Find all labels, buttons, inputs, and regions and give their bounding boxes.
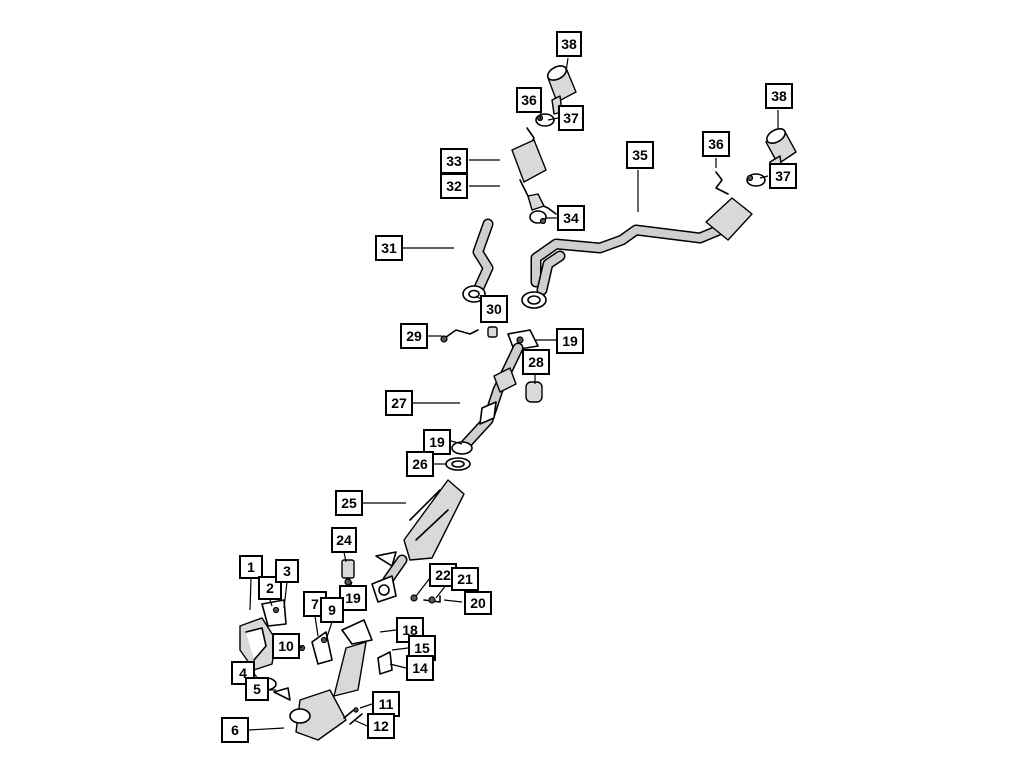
callout-19-middle: 19	[423, 429, 451, 455]
parts-artwork	[239, 65, 797, 741]
svg-text:28: 28	[528, 354, 544, 370]
small-hardware-20-22	[410, 594, 441, 604]
svg-text:22: 22	[435, 567, 451, 583]
callout-37-left: 37	[558, 105, 584, 131]
callout-36-right: 36	[702, 131, 730, 157]
svg-text:37: 37	[563, 110, 579, 126]
callout-38-right: 38	[765, 83, 793, 109]
callout-34: 34	[557, 205, 585, 231]
svg-text:24: 24	[336, 532, 352, 548]
svg-text:37: 37	[775, 168, 791, 184]
svg-text:10: 10	[278, 638, 294, 654]
svg-text:25: 25	[341, 495, 357, 511]
callout-33: 33	[440, 148, 468, 174]
hanger-bracket-29	[440, 326, 498, 343]
callout-19-upper: 19	[556, 328, 584, 354]
svg-text:30: 30	[486, 301, 502, 317]
callout-27: 27	[385, 390, 413, 416]
svg-text:33: 33	[446, 153, 462, 169]
isolator-28	[525, 381, 543, 403]
callout-1: 1	[239, 555, 263, 579]
svg-text:7: 7	[311, 596, 319, 612]
callout-31: 31	[375, 235, 403, 261]
callout-30: 30	[480, 295, 508, 323]
callout-32: 32	[440, 173, 468, 199]
svg-text:32: 32	[446, 178, 462, 194]
svg-text:26: 26	[412, 456, 428, 472]
svg-text:11: 11	[379, 696, 394, 712]
right-clamp	[746, 173, 766, 187]
callout-29: 29	[400, 323, 428, 349]
callout-6: 6	[221, 717, 249, 743]
oxygen-sensor-24	[341, 559, 355, 586]
svg-text:14: 14	[412, 660, 428, 676]
svg-text:31: 31	[381, 240, 397, 256]
left-tailpipe-tip	[546, 65, 577, 115]
intermediate-pipe	[462, 218, 494, 303]
callout-10: 10	[272, 633, 300, 659]
callout-25: 25	[335, 490, 363, 516]
leader-lines	[247, 57, 779, 731]
svg-text:4: 4	[239, 665, 247, 681]
left-rear-clamp	[529, 210, 547, 225]
callout-28: 28	[522, 349, 550, 375]
svg-text:38: 38	[771, 88, 787, 104]
callout-5: 5	[245, 677, 269, 701]
svg-text:3: 3	[283, 563, 291, 579]
svg-text:20: 20	[470, 595, 486, 611]
svg-text:5: 5	[253, 681, 261, 697]
rear-y-pipe-assembly	[521, 197, 753, 309]
callout-22: 22	[429, 563, 457, 587]
svg-text:36: 36	[708, 136, 724, 152]
svg-text:18: 18	[402, 622, 418, 638]
svg-text:15: 15	[414, 640, 430, 656]
svg-text:21: 21	[457, 571, 473, 587]
center-pipe	[451, 342, 524, 455]
svg-text:34: 34	[563, 210, 579, 226]
callout-36-left: 36	[516, 87, 542, 113]
svg-text:12: 12	[373, 718, 389, 734]
callout-3: 3	[275, 559, 299, 583]
callout-21: 21	[451, 567, 479, 591]
svg-text:19: 19	[429, 434, 445, 450]
callout-24: 24	[331, 527, 357, 553]
svg-text:19: 19	[345, 590, 361, 606]
svg-text:19: 19	[562, 333, 578, 349]
callout-12: 12	[367, 713, 395, 739]
svg-text:29: 29	[406, 328, 422, 344]
svg-text:38: 38	[561, 36, 577, 52]
callout-35: 35	[626, 141, 654, 169]
callout-37-right: 37	[769, 163, 797, 189]
right-hanger	[715, 171, 729, 195]
svg-text:36: 36	[521, 92, 537, 108]
callout-9: 9	[320, 597, 344, 623]
svg-text:6: 6	[231, 722, 239, 738]
callout-26: 26	[406, 451, 434, 477]
svg-text:1: 1	[247, 559, 255, 575]
left-exhaust-manifold	[239, 599, 287, 671]
left-muffler	[511, 139, 557, 215]
studs-11-12	[343, 707, 363, 725]
svg-text:2: 2	[266, 580, 274, 596]
right-manifold-converter	[289, 619, 393, 741]
gasket-26	[445, 457, 471, 471]
callout-38-left: 38	[556, 31, 582, 57]
catalytic-converter	[371, 479, 465, 603]
svg-text:9: 9	[328, 602, 336, 618]
left-clamp	[535, 113, 555, 127]
svg-text:27: 27	[391, 395, 407, 411]
svg-text:35: 35	[632, 147, 648, 163]
callout-14: 14	[406, 655, 434, 681]
callout-20: 20	[464, 591, 492, 615]
callout-11: 11	[372, 691, 400, 717]
support-bracket	[311, 631, 333, 665]
